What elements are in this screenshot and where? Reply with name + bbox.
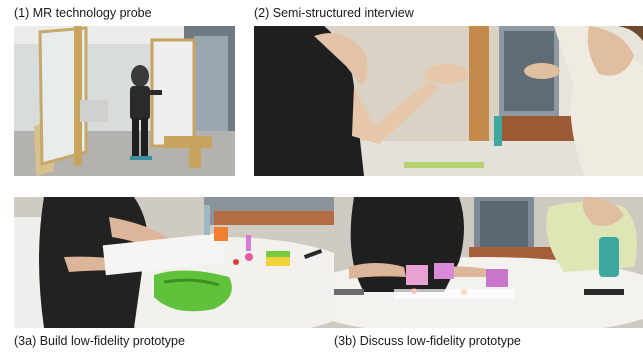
caption-panel-2: (2) Semi-structured interview [254, 6, 414, 20]
caption-panel-1: (1) MR technology probe [14, 6, 152, 20]
caption-panel-3a: (3a) Build low-fidelity prototype [14, 334, 185, 348]
photo-discuss-low-fidelity-prototype [334, 197, 643, 328]
photo-semi-structured-interview [254, 26, 643, 176]
photo-build-low-fidelity-prototype [14, 197, 334, 328]
photo-mr-technology-probe [14, 26, 235, 176]
caption-panel-3b: (3b) Discuss low-fidelity prototype [334, 334, 521, 348]
